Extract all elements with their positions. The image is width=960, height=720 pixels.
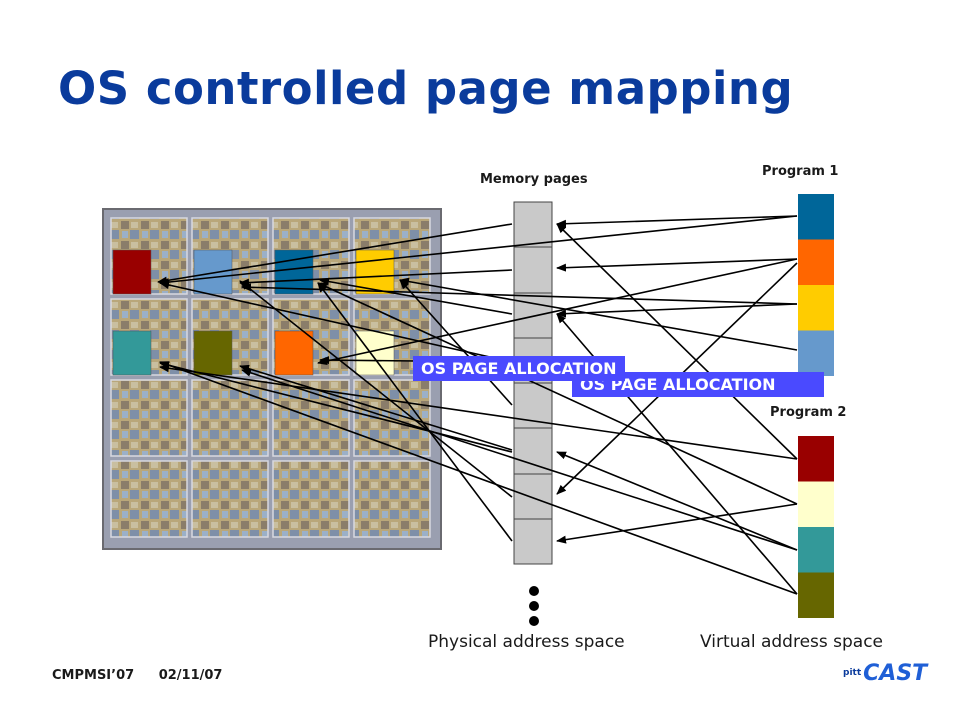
program2-page xyxy=(798,436,834,482)
program2-page xyxy=(798,572,834,618)
cache-page-row2 xyxy=(112,330,152,376)
program1-page xyxy=(798,285,834,331)
os-page-allocation-banner-front: OS PAGE ALLOCATION xyxy=(413,356,625,381)
mapping-arrow xyxy=(556,503,798,544)
mapping-arrow xyxy=(159,361,513,453)
os-page-allocation-banner-back: OS PAGE ALLOCATION xyxy=(572,372,824,397)
physical-address-space-label: Physical address space xyxy=(428,632,625,652)
program1-page xyxy=(798,194,834,240)
more-pages-ellipsis xyxy=(529,586,539,626)
chip-tile xyxy=(191,460,269,538)
chip-tile xyxy=(110,379,188,457)
program2-page xyxy=(798,481,834,527)
memory-pages-column xyxy=(513,201,553,565)
program1-label: Program 1 xyxy=(762,164,839,179)
mapping-arrow xyxy=(317,282,513,542)
logo-cast-text: CAST xyxy=(863,660,928,686)
mapping-arrow xyxy=(159,215,798,287)
footer-date: 02/11/07 xyxy=(158,668,223,683)
mapping-arrow xyxy=(556,223,798,460)
mapping-arrow xyxy=(159,361,798,595)
mapping-arrow xyxy=(239,280,513,498)
footer-conference: CMPMSI’07 xyxy=(52,668,135,683)
mapping-arrow xyxy=(317,258,798,365)
cache-page-row1 xyxy=(112,249,152,295)
mapping-arrow xyxy=(239,364,513,451)
mapping-arrow xyxy=(399,277,798,351)
chip-tile xyxy=(272,379,350,457)
program2-pages xyxy=(798,436,834,618)
mapping-arrow xyxy=(556,258,798,272)
chip-die-image xyxy=(102,208,442,550)
chip-tile xyxy=(110,460,188,538)
mapping-arrow xyxy=(556,215,798,228)
cache-page-row1 xyxy=(355,249,395,295)
virtual-address-space-label: Virtual address space xyxy=(700,632,884,652)
slide-title: OS controlled page mapping xyxy=(58,62,794,115)
program1-page xyxy=(798,330,834,376)
logo-pitt-text: pitt xyxy=(843,667,862,678)
mapping-arrow xyxy=(239,269,513,287)
program1-page xyxy=(798,239,834,285)
mapping-arrow xyxy=(556,451,798,551)
mapping-arrow xyxy=(556,303,798,318)
chip-tile xyxy=(353,460,431,538)
mapping-arrow xyxy=(159,281,513,363)
mapping-arrow xyxy=(157,223,513,285)
mapping-arrow xyxy=(159,364,798,460)
mapping-arrow xyxy=(241,368,798,551)
cache-page-row1 xyxy=(193,249,233,295)
program2-page xyxy=(798,527,834,573)
program2-label: Program 2 xyxy=(770,405,847,420)
cache-page-row2 xyxy=(274,330,314,376)
pittcast-logo: pitt CAST xyxy=(843,660,927,686)
chip-tile xyxy=(272,460,350,538)
memory-pages-label: Memory pages xyxy=(480,172,588,187)
mapping-arrow xyxy=(399,279,513,406)
footer: CMPMSI’07 02/11/07 xyxy=(52,668,242,683)
cache-page-row2 xyxy=(193,330,233,376)
chip-tile xyxy=(191,379,269,457)
program1-pages xyxy=(798,194,834,376)
mapping-arrow xyxy=(317,282,798,505)
